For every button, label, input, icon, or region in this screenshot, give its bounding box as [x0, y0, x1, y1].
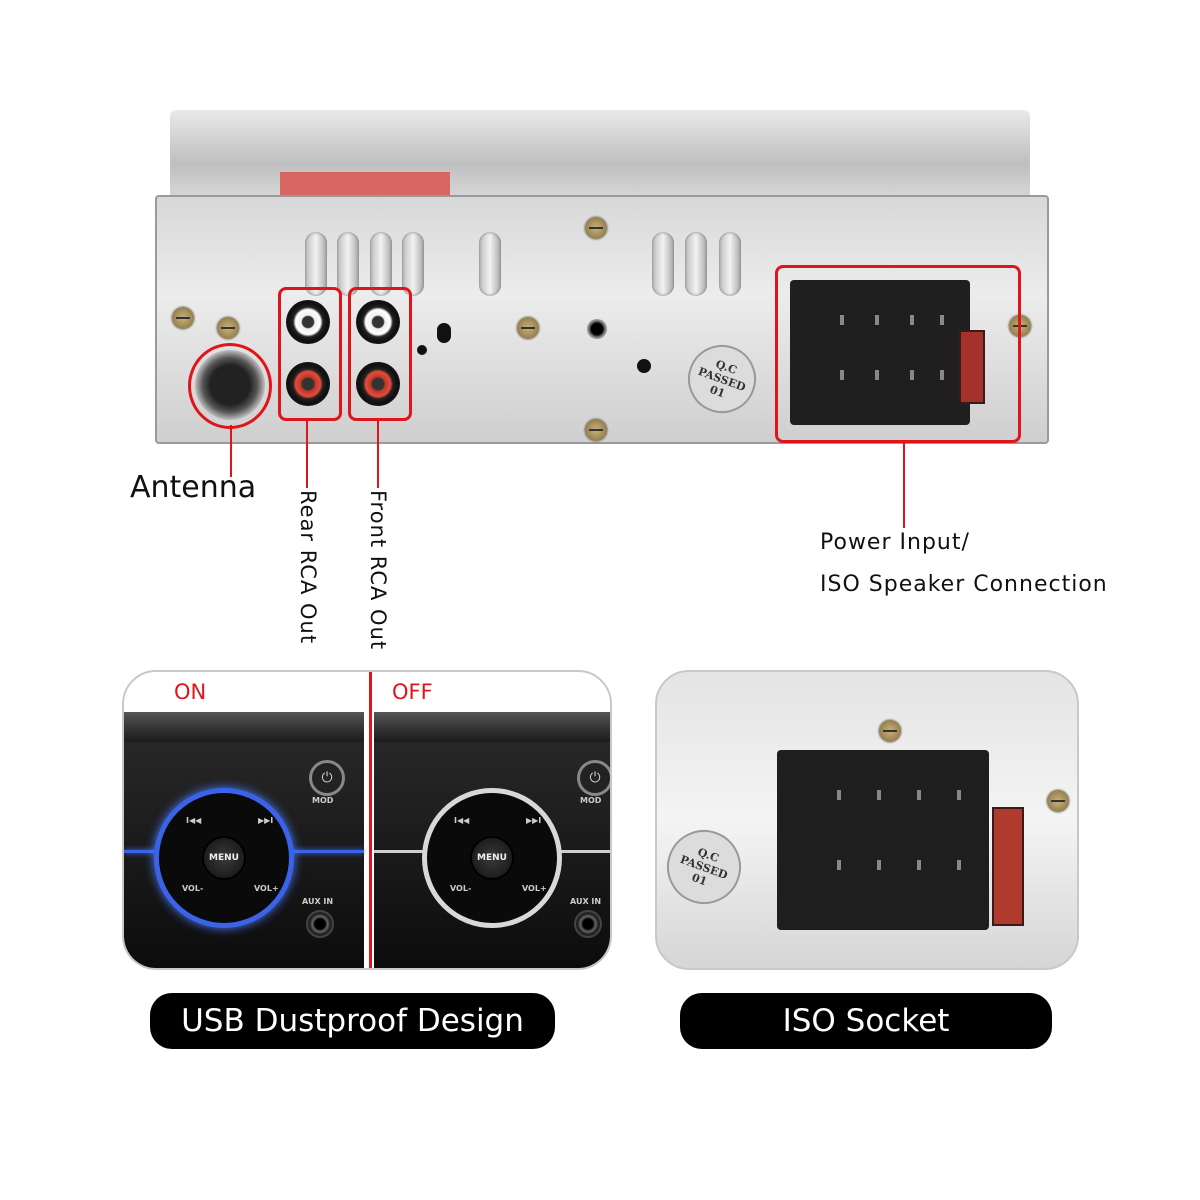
antenna-highlight: [188, 343, 272, 429]
power-icon[interactable]: ⏻: [577, 760, 610, 796]
on-off-divider: [369, 672, 372, 968]
rear-rca-white-jack: [286, 300, 330, 344]
iso-connector: [790, 280, 985, 425]
vent-slot: [370, 232, 392, 296]
fuse: [959, 330, 985, 404]
screw-icon: [517, 317, 539, 339]
prev-icon: I◀◀: [186, 816, 202, 825]
rear-rca-label: Rear RCA Out: [296, 490, 320, 645]
next-icon: ▶▶I: [526, 816, 542, 825]
usb-dustproof-panel: MENU I◀◀ ▶▶I VOL- VOL+ ⏻ MOD AUX IN MENU…: [122, 670, 612, 970]
vent-slot: [685, 232, 707, 296]
screw-icon: [585, 217, 607, 239]
device-off: MENU I◀◀ ▶▶I VOL- VOL+ ⏻ MOD AUX IN: [374, 712, 610, 968]
vol-minus-label: VOL-: [450, 884, 472, 893]
aux-in-label: AUX IN: [302, 897, 334, 906]
screw-icon: [217, 317, 239, 339]
front-rca-highlight: [348, 287, 412, 421]
prev-icon: I◀◀: [454, 816, 470, 825]
screw-icon: [585, 419, 607, 441]
iso-leader: [903, 440, 905, 528]
mod-label: MOD: [312, 796, 334, 805]
front-rca-white-jack: [356, 300, 400, 344]
vol-plus-label: VOL+: [522, 884, 547, 893]
vent-slot: [337, 232, 359, 296]
screw-icon: [172, 307, 194, 329]
iso-socket-closeup: [777, 750, 989, 930]
iso-socket-panel: Q.C PASSED 01: [655, 670, 1079, 970]
menu-knob[interactable]: MENU: [202, 836, 246, 880]
antenna-leader: [230, 425, 232, 477]
iso-caption: ISO Socket: [680, 993, 1052, 1049]
qc-passed-stamp: Q.C PASSED 01: [657, 819, 752, 915]
vent-slot: [305, 232, 327, 296]
iso-highlight: [775, 265, 1021, 443]
antenna-label: Antenna: [130, 470, 257, 505]
device-on: MENU I◀◀ ▶▶I VOL- VOL+ ⏻ MOD AUX IN: [124, 712, 364, 968]
warning-sticker: [280, 172, 450, 198]
front-rca-red-jack: [356, 362, 400, 406]
vol-plus-label: VOL+: [254, 884, 279, 893]
front-rca-leader: [377, 418, 379, 488]
aux-in-label: AUX IN: [570, 897, 602, 906]
screw-icon: [879, 720, 901, 742]
vent-slot: [719, 232, 741, 296]
vent-slot: [402, 232, 424, 296]
aux-port: [587, 319, 607, 339]
power-input-label: Power Input/: [820, 530, 970, 555]
vol-minus-label: VOL-: [182, 884, 204, 893]
screw-icon: [1047, 790, 1069, 812]
radio-top-chassis: [170, 110, 1030, 200]
rear-rca-highlight: [278, 287, 342, 421]
aux-jack: [574, 910, 602, 938]
rear-rca-red-jack: [286, 362, 330, 406]
off-label: OFF: [392, 680, 433, 704]
mod-label: MOD: [580, 796, 602, 805]
vent-slot: [479, 232, 501, 296]
on-label: ON: [174, 680, 207, 704]
mount-hole: [417, 345, 427, 355]
next-icon: ▶▶I: [258, 816, 274, 825]
rear-rca-leader: [306, 418, 308, 488]
usb-caption: USB Dustproof Design: [150, 993, 555, 1049]
vent-slot: [652, 232, 674, 296]
aux-jack: [306, 910, 334, 938]
mount-hole: [437, 323, 451, 343]
mount-hole: [637, 359, 651, 373]
front-rca-label: Front RCA Out: [366, 490, 390, 651]
menu-knob[interactable]: MENU: [470, 836, 514, 880]
power-icon[interactable]: ⏻: [309, 760, 345, 796]
fuse: [992, 807, 1024, 926]
iso-speaker-label: ISO Speaker Connection: [820, 572, 1108, 597]
